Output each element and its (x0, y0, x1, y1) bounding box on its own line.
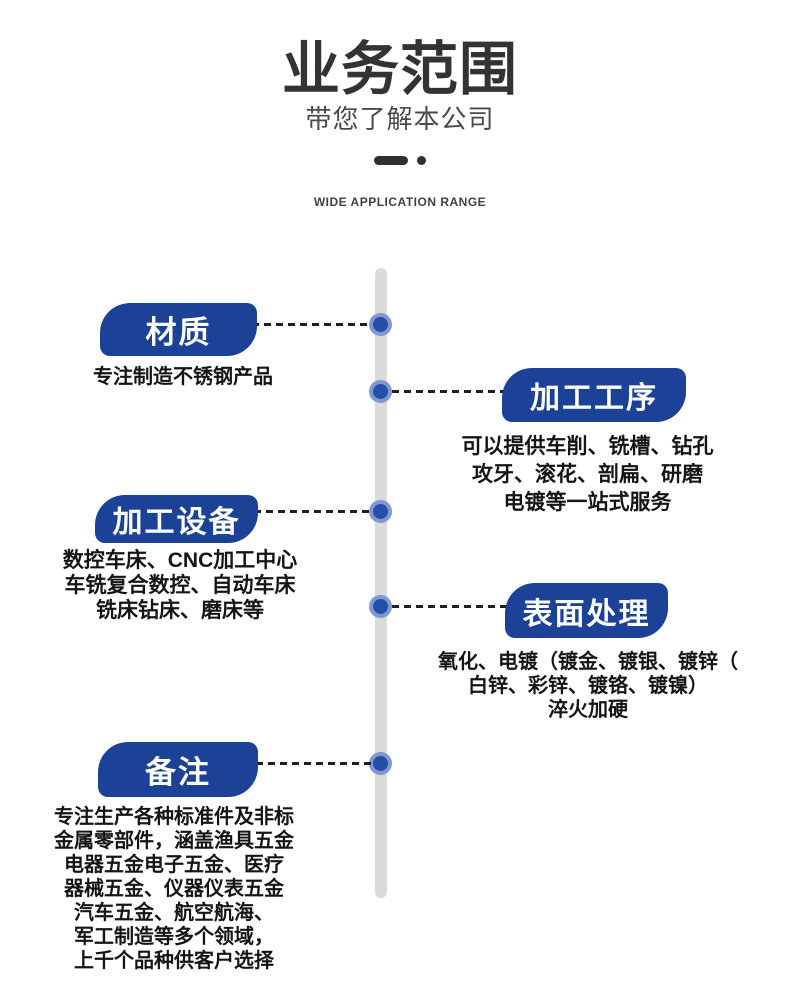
english-caption: WIDE APPLICATION RANGE (313, 195, 487, 209)
text-line: 铣床钻床、磨床等 (96, 599, 264, 622)
text-line: 车铣复合数控、自动车床 (64, 574, 296, 597)
text-remarks: 专注生产各种标准件及非标 金属零部件，涵盖渔具五金 电器五金电子五金、医疗 器械… (40, 805, 308, 973)
text-process: 可以提供车削、铣槽、钻孔 攻牙、滚花、剖扁、研磨 电镀等一站式服务 (420, 433, 755, 517)
text-equipment: 数控车床、CNC加工中心 车铣复合数控、自动车床 铣床钻床、磨床等 (25, 548, 335, 623)
banner-material: 材质 (100, 303, 257, 356)
text-line: 上千个品种供客户选择 (74, 950, 274, 972)
text-line: 可以提供车削、铣槽、钻孔 (461, 435, 714, 458)
banner-surface-treatment: 表面处理 (505, 583, 668, 638)
banner-material-label: 材质 (145, 315, 212, 350)
connector-process (392, 390, 504, 393)
text-line: 专注制造不锈钢产品 (93, 366, 273, 388)
text-surface-treatment: 氧化、电镀（镀金、镀银、镀锌（ 白锌、彩锌、镀铬、镀镍） 淬火加硬 (418, 650, 758, 722)
connector-material (252, 323, 372, 326)
banner-equipment: 加工设备 (95, 495, 258, 543)
divider-dot-icon (417, 156, 426, 165)
timeline-node-remarks (369, 752, 392, 775)
text-line: 汽车五金、航空航海、 (74, 902, 274, 924)
connector-equipment (254, 510, 372, 513)
banner-remarks-label: 备注 (145, 755, 211, 790)
page-title: 业务范围 (281, 37, 518, 102)
connector-surface (392, 605, 507, 608)
text-material: 专注制造不锈钢产品 (38, 363, 328, 391)
banner-remarks: 备注 (98, 742, 258, 797)
text-line: 军工制造等多个领域， (74, 926, 274, 948)
text-line: 氧化、电镀（镀金、镀银、镀锌（ (438, 651, 738, 673)
timeline-node-material (369, 313, 392, 336)
page-subtitle: 带您了解本公司 (305, 104, 495, 134)
text-line: 白锌、彩锌、镀铬、镀镍） (468, 675, 708, 697)
header-divider (0, 156, 800, 165)
text-line: 专注生产各种标准件及非标 (54, 806, 294, 828)
banner-process-label: 加工工序 (530, 382, 658, 415)
banner-equipment-label: 加工设备 (112, 506, 241, 539)
divider-dash-icon (374, 156, 408, 165)
text-line: 淬火加硬 (548, 699, 628, 721)
timeline-node-surface (369, 595, 392, 618)
text-line: 金属零部件，涵盖渔具五金 (54, 830, 294, 852)
text-line: 电器五金电子五金、医疗 (64, 854, 284, 876)
connector-remarks (256, 762, 372, 765)
text-line: 器械五金、仪器仪表五金 (64, 878, 284, 900)
text-line: 电镀等一站式服务 (503, 491, 672, 514)
timeline-bar (375, 268, 387, 898)
text-line: 攻牙、滚花、剖扁、研磨 (472, 463, 703, 486)
timeline-node-process (369, 380, 392, 403)
text-line: 数控车床、CNC加工中心 (62, 549, 298, 572)
banner-process: 加工工序 (502, 368, 686, 422)
banner-surface-treatment-label: 表面处理 (522, 597, 651, 631)
timeline-node-equipment (369, 500, 392, 523)
